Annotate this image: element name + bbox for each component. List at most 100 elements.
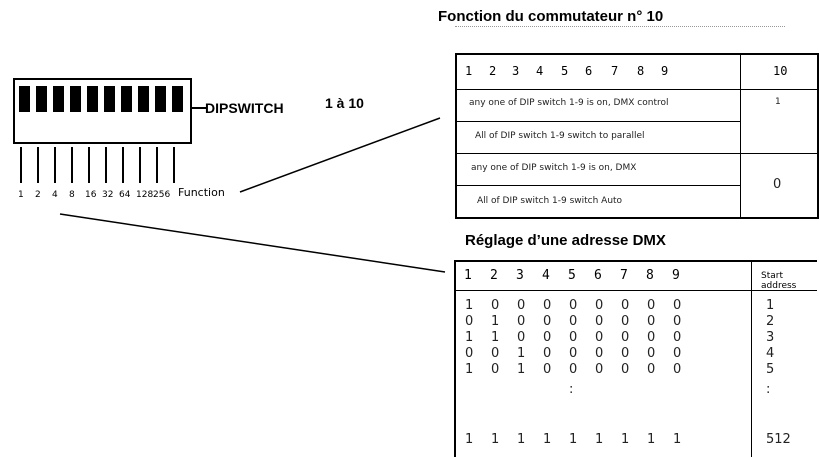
faded-subtitle-line xyxy=(455,26,785,33)
header-cell: 8 xyxy=(637,64,645,78)
address-header-cell: Start address xyxy=(761,271,797,291)
address-cell: 0 xyxy=(569,346,578,361)
dip-leg xyxy=(20,147,22,183)
address-cell: 0 xyxy=(621,330,630,345)
dip-leg xyxy=(54,147,56,183)
dip-leg xyxy=(156,147,158,183)
header-cell: 3 xyxy=(512,64,520,78)
function-table-header: 1 2 3 4 5 6 7 8 9 10 xyxy=(457,55,817,90)
header-cell: 4 xyxy=(536,64,544,78)
address-cell: 1 xyxy=(465,298,474,313)
header-cell: 5 xyxy=(561,64,569,78)
address-cell: 0 xyxy=(569,362,578,377)
header-cell: 7 xyxy=(611,64,619,78)
address-cell: 5 xyxy=(766,362,775,377)
dip-lever xyxy=(138,86,149,112)
dip-lever xyxy=(155,86,166,112)
address-cell: 1 xyxy=(465,330,474,345)
address-table-divider xyxy=(751,262,752,457)
address-header-cell: 5 xyxy=(568,268,576,283)
leader-line-function xyxy=(239,117,441,193)
address-header-cell: 6 xyxy=(594,268,602,283)
dip-lever xyxy=(36,86,47,112)
dip-range-label: 1 à 10 xyxy=(325,95,364,111)
function-pin-label: Function xyxy=(178,186,225,199)
function-row-text: any one of DIP switch 1-9 is on, DMX xyxy=(471,163,637,173)
address-header-cell: 1 xyxy=(464,268,472,283)
address-cell: 0 xyxy=(517,298,526,313)
dip-leg xyxy=(139,147,141,183)
address-cell: 0 xyxy=(465,314,474,329)
header-cell: 1 xyxy=(465,64,473,78)
address-cell: : xyxy=(766,382,771,397)
pin-label-row: 1 2 4 8 16 32 64 128 256 xyxy=(12,190,182,206)
address-cell: 0 xyxy=(621,362,630,377)
address-cell: 0 xyxy=(543,314,552,329)
address-cell: 1 xyxy=(595,432,604,447)
address-cell: 1 xyxy=(465,362,474,377)
address-cell: 0 xyxy=(673,330,682,345)
function-row-value: 0 xyxy=(773,177,782,192)
address-cell: 0 xyxy=(647,362,656,377)
dip-lever xyxy=(172,86,183,112)
dip-leg xyxy=(88,147,90,183)
address-cell: 0 xyxy=(543,330,552,345)
address-header-cell: 7 xyxy=(620,268,628,283)
address-cell: 1 xyxy=(517,362,526,377)
pin-label: 256 xyxy=(153,190,171,200)
address-header-cell: 3 xyxy=(516,268,524,283)
address-table-header xyxy=(456,262,817,291)
address-header-cell: 9 xyxy=(672,268,680,283)
dip-lever xyxy=(104,86,115,112)
dip-connector-line xyxy=(190,107,206,109)
address-cell: 0 xyxy=(595,362,604,377)
address-cell: 1 xyxy=(621,432,630,447)
dip-leg xyxy=(173,147,175,183)
dip-lever xyxy=(53,86,64,112)
address-cell: 0 xyxy=(647,346,656,361)
address-cell: 4 xyxy=(766,346,775,361)
function-row-value: 1 xyxy=(775,97,781,107)
address-cell: 0 xyxy=(647,330,656,345)
address-cell: 3 xyxy=(766,330,775,345)
pin-label: 64 xyxy=(119,190,131,200)
dip-leg xyxy=(122,147,124,183)
row-divider xyxy=(457,153,817,154)
row-divider xyxy=(457,185,741,186)
dip-lever xyxy=(121,86,132,112)
address-cell: 0 xyxy=(543,298,552,313)
address-cell: 0 xyxy=(569,330,578,345)
pin-label: 2 xyxy=(35,190,41,200)
address-header-cell: 8 xyxy=(646,268,654,283)
dip-lever xyxy=(87,86,98,112)
dip-switch-body xyxy=(13,78,192,144)
address-cell: 1 xyxy=(673,432,682,447)
address-cell: 0 xyxy=(569,314,578,329)
pin-label: 32 xyxy=(102,190,114,200)
pin-label: 8 xyxy=(69,190,75,200)
address-cell: 0 xyxy=(621,298,630,313)
row-divider xyxy=(457,121,741,122)
address-cell: 0 xyxy=(595,298,604,313)
address-cell: : xyxy=(569,382,574,397)
dip-lever xyxy=(19,86,30,112)
pin-label: 16 xyxy=(85,190,97,200)
address-cell: 0 xyxy=(543,362,552,377)
dip-leg xyxy=(71,147,73,183)
pin-label: 4 xyxy=(52,190,58,200)
leader-line-address xyxy=(59,213,446,273)
address-cell: 1 xyxy=(517,346,526,361)
address-cell: 0 xyxy=(673,362,682,377)
header-cell: 10 xyxy=(773,64,788,78)
address-cell: 0 xyxy=(491,346,500,361)
function-row-text: All of DIP switch 1-9 switch to parallel xyxy=(475,131,645,141)
dip-leg xyxy=(37,147,39,183)
address-cell: 512 xyxy=(766,432,791,447)
address-cell: 0 xyxy=(465,346,474,361)
address-cell: 0 xyxy=(595,346,604,361)
address-cell: 0 xyxy=(621,346,630,361)
address-cell: 0 xyxy=(491,362,500,377)
address-cell: 1 xyxy=(766,298,775,313)
address-header-cell: 4 xyxy=(542,268,550,283)
